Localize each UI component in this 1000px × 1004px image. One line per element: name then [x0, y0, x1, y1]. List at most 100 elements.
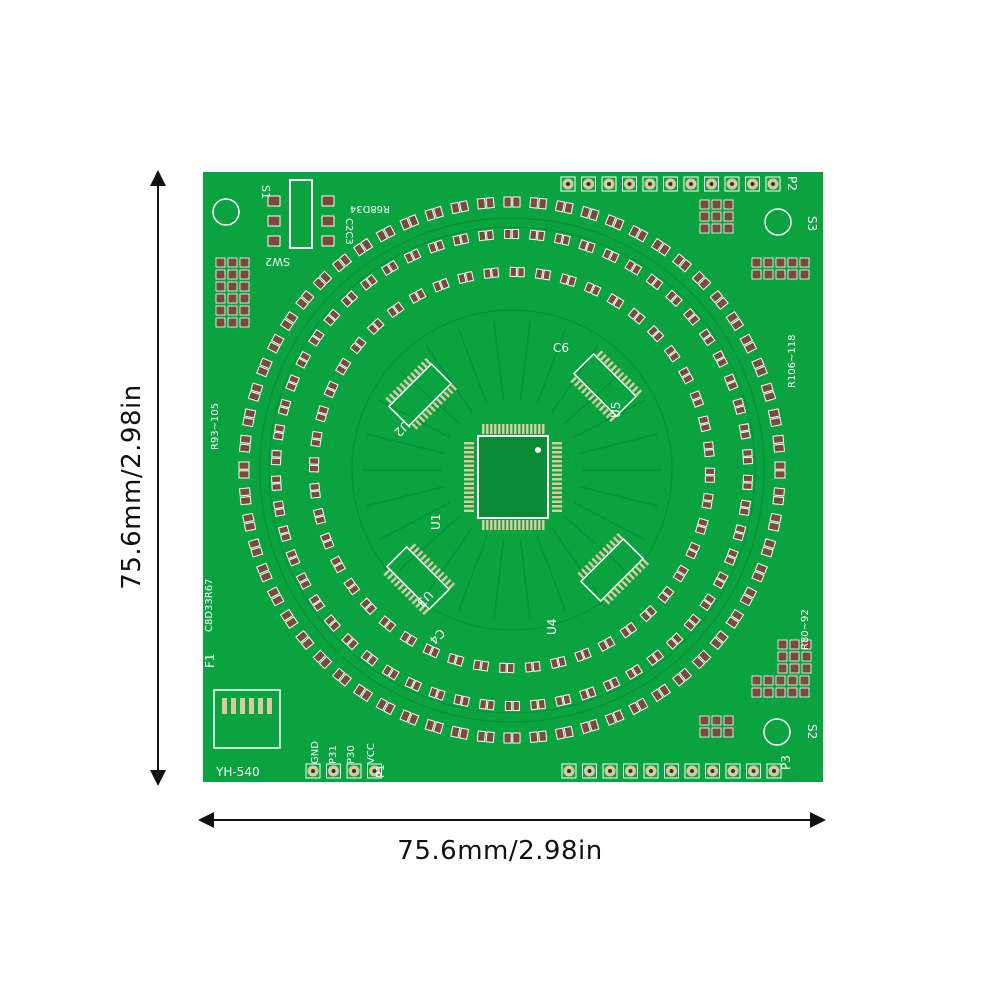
pad [772, 496, 785, 506]
ic-pin [595, 401, 602, 408]
resistor-array-pad [723, 199, 734, 210]
smd-pad-pair [554, 725, 574, 740]
pad [309, 457, 320, 465]
pad [665, 289, 678, 302]
smd-pad-pair [559, 273, 577, 288]
smd-pad-pair [601, 247, 620, 264]
smd-pad-pair [663, 344, 681, 363]
pad [738, 423, 750, 433]
pad [650, 237, 664, 252]
header-p2-hole [586, 182, 591, 186]
smd-pad-pair [403, 248, 422, 264]
pad [760, 382, 774, 394]
pad [284, 616, 299, 630]
smd-pad-pair [366, 317, 385, 336]
header-p3-hole [608, 769, 612, 773]
pad [457, 272, 467, 285]
smd-pad-pair [742, 449, 754, 465]
ic-pin [587, 561, 595, 568]
ic-pin [392, 389, 400, 397]
pad [364, 602, 378, 616]
mcu-pin [552, 491, 562, 494]
pad [703, 593, 716, 605]
silk-label-button_s3: S3 [805, 216, 819, 231]
pad [769, 512, 782, 524]
ic-pin [616, 532, 623, 540]
smd-pad-pair [380, 259, 399, 277]
pad [588, 718, 600, 732]
resistor-array-pad [801, 651, 812, 662]
pad [403, 251, 415, 264]
pad [597, 639, 609, 652]
silk-label-switch_ref: S1 [259, 185, 272, 199]
smd-pad-pair [295, 571, 312, 590]
ic-pin [427, 561, 434, 568]
pad [458, 200, 470, 213]
smd-pad-pair [574, 647, 592, 663]
ring-trace [351, 309, 673, 631]
pad [562, 693, 572, 706]
silk-label-vcc: VCC [366, 743, 377, 764]
silk-label-switch: SW2 [265, 255, 290, 268]
header-p2-outline [663, 176, 678, 192]
smd-pad-pair [277, 524, 292, 543]
pad [435, 689, 446, 701]
pad [625, 667, 637, 681]
pad [383, 224, 396, 239]
mcu-pin [552, 451, 562, 454]
smd-pad-pair [247, 382, 264, 402]
pad [579, 688, 590, 701]
smd-pad-pair [238, 487, 252, 506]
mcu-pin [464, 482, 474, 485]
smd-pad-pair [408, 288, 427, 304]
smd-pad-pair [534, 268, 552, 281]
ic-pin [609, 415, 616, 423]
header-p2-hole [566, 182, 570, 186]
header-p3-hole [649, 769, 653, 773]
pad [561, 234, 571, 246]
routing-trace [378, 501, 451, 541]
mcu-pin [464, 500, 474, 503]
pad [338, 253, 353, 267]
smd-pad-pair [529, 196, 548, 210]
pad [709, 636, 724, 651]
pad [284, 310, 299, 324]
ic-pin [404, 590, 412, 598]
pad [532, 661, 541, 672]
resistor-array-pad [801, 663, 812, 674]
connector-pin [258, 698, 263, 714]
smd-pad-pair [682, 307, 701, 326]
pad [366, 322, 380, 336]
smd-pad-pair [628, 224, 649, 243]
resistor-array-pad [775, 675, 786, 686]
resistor-array-pad [763, 675, 774, 686]
ic-outline [385, 545, 451, 611]
pad [751, 357, 765, 370]
pad [703, 441, 714, 450]
ic-pin [409, 543, 417, 551]
pad [295, 571, 309, 584]
resistor-array-pad [799, 257, 810, 268]
smd-pad-pair [432, 277, 450, 293]
mcu-pin [498, 520, 501, 530]
pad [247, 538, 261, 550]
mcu-pin [530, 520, 533, 530]
mcu-pin [494, 424, 497, 434]
pad [428, 686, 439, 699]
resistor-array-pad [777, 651, 788, 662]
mcu-pin [490, 424, 493, 434]
ic-pin [628, 382, 636, 389]
smd-pad-pair [272, 424, 286, 441]
pad [619, 626, 632, 639]
pad [559, 273, 570, 285]
pad [309, 482, 321, 492]
pad [529, 196, 539, 209]
pad [732, 397, 745, 408]
smd-pad-pair [549, 655, 567, 670]
smd-pad-pair [597, 636, 616, 652]
pad [322, 539, 335, 550]
smd-pad-pair [742, 474, 754, 491]
pad [709, 289, 724, 304]
resistor-array-pad [799, 269, 810, 280]
pad [691, 655, 706, 670]
